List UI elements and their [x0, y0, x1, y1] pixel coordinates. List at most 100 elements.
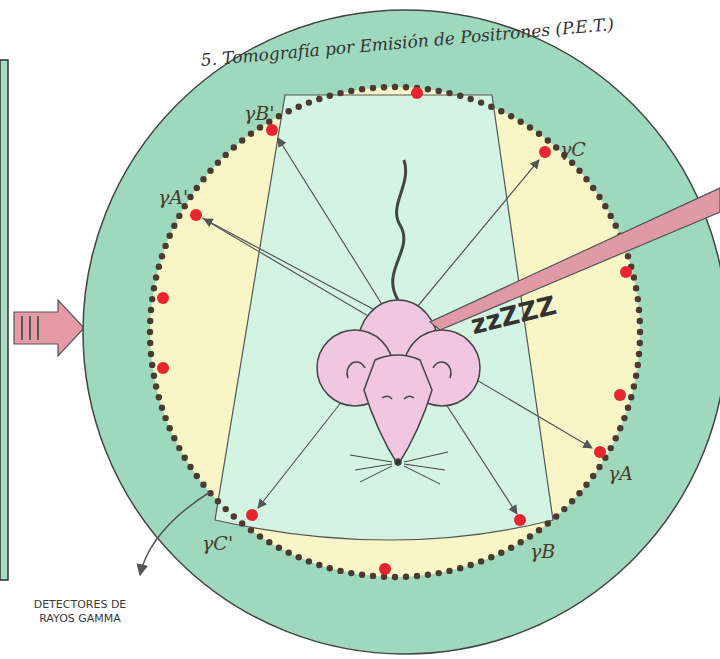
detector — [149, 362, 155, 368]
detector — [617, 425, 623, 431]
detector — [569, 498, 575, 504]
detector — [162, 415, 168, 421]
detector — [171, 435, 177, 441]
detector — [337, 90, 343, 96]
detector — [478, 558, 484, 564]
detector — [276, 545, 282, 551]
detector — [527, 533, 533, 539]
detector — [613, 435, 619, 441]
detector — [316, 96, 322, 102]
detector — [159, 405, 165, 411]
detector — [296, 554, 302, 560]
detector — [414, 573, 420, 579]
detector — [153, 383, 159, 389]
detector — [147, 340, 153, 346]
gamma-label: γA — [608, 462, 633, 484]
detector — [625, 253, 631, 259]
detector — [635, 362, 641, 368]
detector — [602, 203, 608, 209]
detector — [468, 562, 474, 568]
detector — [631, 383, 637, 389]
detector — [176, 213, 182, 219]
detector — [636, 307, 642, 313]
detector — [628, 394, 634, 400]
detector — [536, 527, 542, 533]
detector — [215, 498, 221, 504]
detector — [553, 513, 559, 519]
detector — [148, 351, 154, 357]
detector — [159, 253, 165, 259]
detector — [633, 373, 639, 379]
active-detector — [514, 514, 526, 526]
detector — [631, 274, 637, 280]
detector — [248, 527, 254, 533]
detector — [316, 562, 322, 568]
detector — [286, 108, 292, 114]
detector — [231, 513, 237, 519]
detector — [436, 570, 442, 576]
active-detector — [539, 146, 551, 158]
detector — [518, 539, 524, 545]
detector — [553, 144, 559, 150]
scanner-bore — [150, 87, 640, 577]
scanner-housing — [83, 10, 720, 654]
detector — [306, 99, 312, 105]
detector — [276, 113, 282, 119]
detector — [561, 506, 567, 512]
detector — [446, 90, 452, 96]
detector — [215, 160, 221, 166]
detector — [590, 185, 596, 191]
detector — [633, 285, 639, 291]
detector — [327, 93, 333, 99]
detector — [468, 96, 474, 102]
detector — [637, 318, 643, 324]
detector — [151, 373, 157, 379]
detector — [635, 296, 641, 302]
detector — [248, 131, 254, 137]
detector — [147, 318, 153, 324]
detector — [508, 113, 514, 119]
detector — [370, 85, 376, 91]
detector — [392, 574, 398, 580]
detector — [381, 84, 387, 90]
detector — [167, 233, 173, 239]
detector — [596, 464, 602, 470]
detector-ring — [147, 84, 643, 580]
detector — [637, 340, 643, 346]
detector — [613, 223, 619, 229]
detector — [636, 351, 642, 357]
detector — [153, 274, 159, 280]
detector — [545, 137, 551, 143]
detector — [403, 574, 409, 580]
detector — [286, 550, 292, 556]
active-detector — [190, 209, 202, 221]
detector — [348, 88, 354, 94]
detector — [403, 84, 409, 90]
detector — [425, 86, 431, 92]
detector — [266, 539, 272, 545]
detector — [478, 99, 484, 105]
detector — [590, 473, 596, 479]
detector — [425, 572, 431, 578]
detector — [596, 194, 602, 200]
detector — [223, 506, 229, 512]
active-detector — [246, 509, 258, 521]
detector — [194, 185, 200, 191]
detector — [621, 415, 627, 421]
detector — [239, 520, 245, 526]
detector — [337, 568, 343, 574]
active-detector — [157, 292, 169, 304]
detector — [608, 213, 614, 219]
detector — [231, 144, 237, 150]
detector — [527, 124, 533, 130]
detector — [194, 473, 200, 479]
detector — [370, 573, 376, 579]
detector — [156, 264, 162, 270]
detector — [446, 568, 452, 574]
active-detector — [266, 124, 278, 136]
detector — [327, 565, 333, 571]
detector — [608, 445, 614, 451]
active-detector — [411, 87, 423, 99]
detector — [187, 464, 193, 470]
